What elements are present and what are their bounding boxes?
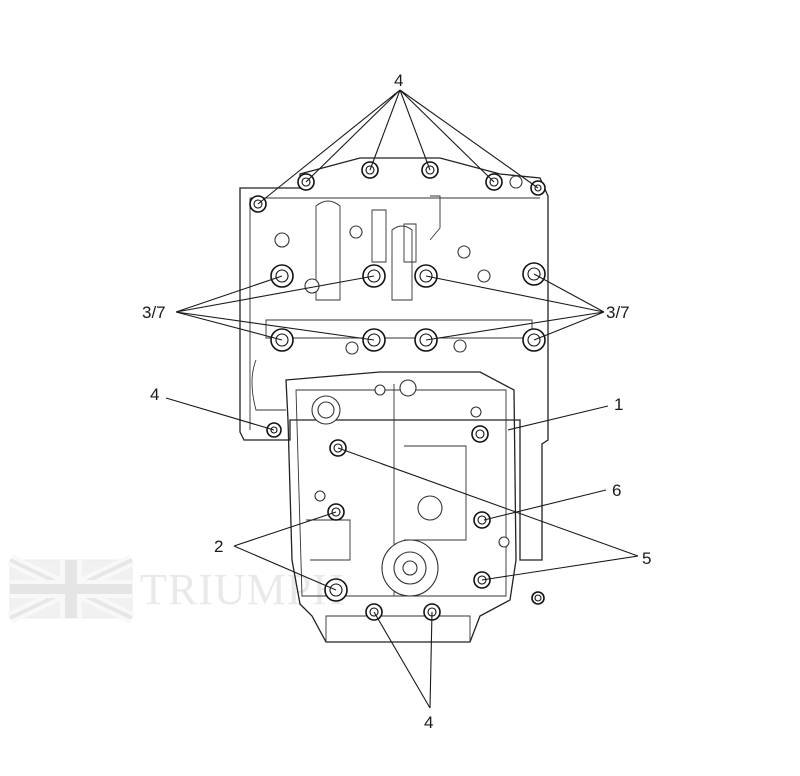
- bolt-sump-1: [471, 425, 489, 443]
- callout-right-1: 1: [614, 395, 623, 414]
- bolt-sump-3: [473, 511, 491, 529]
- watermark-brand: TRIUMPH: [140, 565, 345, 614]
- callout-right-5: 5: [642, 549, 651, 568]
- lower-sump: [285, 371, 517, 643]
- callout-right-6: 6: [612, 481, 621, 500]
- union-jack-flag-icon: [7, 554, 135, 624]
- callout-top-4: 4: [394, 71, 403, 90]
- leader-lines: [165, 89, 639, 709]
- callout-left-2: 2: [214, 537, 223, 556]
- callout-bottom-4: 4: [424, 713, 433, 732]
- callout-left-4: 4: [150, 385, 159, 404]
- callout-labels: 4 3/7 3/7 4 1 6 2 5 4: [142, 71, 651, 732]
- bolt-bottom-3: [531, 591, 545, 605]
- watermark: TRIUMPH: [7, 554, 345, 624]
- callout-right-3-7: 3/7: [606, 303, 630, 322]
- callout-left-3-7: 3/7: [142, 303, 166, 322]
